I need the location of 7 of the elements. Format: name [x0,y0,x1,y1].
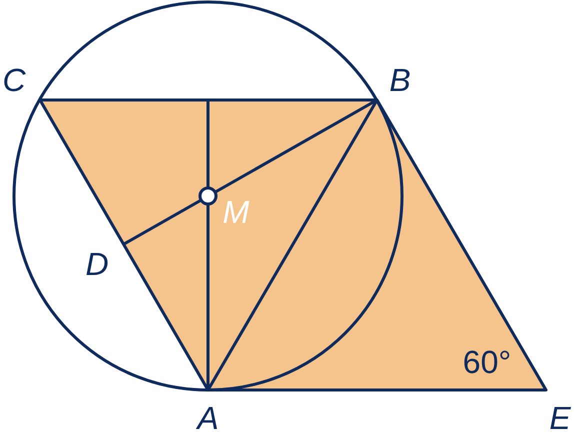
point-label: D [85,248,109,280]
point-label: B [389,64,411,96]
point-label: E [549,402,571,434]
point-label: M [222,196,250,228]
point-label: 60° [462,346,512,378]
point-label: A [197,402,219,434]
point-label: C [2,64,26,96]
